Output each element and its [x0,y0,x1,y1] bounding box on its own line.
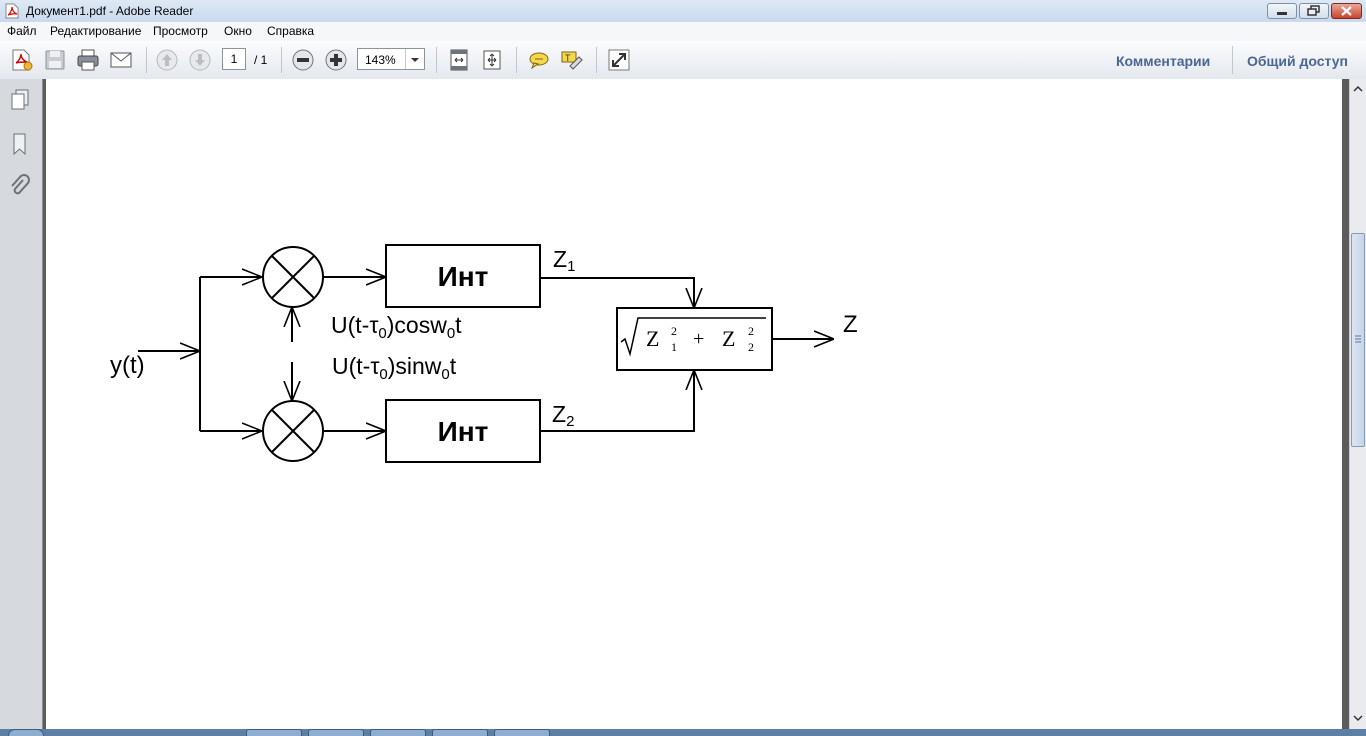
scroll-down-icon[interactable] [1351,711,1365,725]
z2-label: Z2 [552,401,574,430]
formula-sup1: 2 [671,324,677,338]
toolbar-separator [516,47,517,73]
toolbar-separator [436,47,437,73]
menu-file[interactable]: Файл [7,24,37,38]
menu-help[interactable]: Справка [267,24,315,38]
fit-page-button[interactable] [446,47,472,73]
start-button[interactable] [8,729,44,736]
toolbar-separator [1232,46,1233,74]
save-button[interactable] [42,47,68,73]
formula-sub1: 1 [671,340,677,354]
taskbar-app[interactable] [308,729,364,736]
page-thumbnails-icon[interactable] [7,87,33,113]
ref-cos-label: U(t-τ0)cosw0t [331,312,462,342]
formula-var2: Z [722,326,735,351]
input-label: y(t) [110,352,145,379]
integrator-top-label: Инт [438,261,489,292]
sqrt-sign [620,317,766,357]
close-icon [1341,6,1352,16]
taskbar-app[interactable] [432,729,488,736]
zoom-out-button[interactable] [290,47,316,73]
z1-label: Z1 [553,246,575,275]
z1-line [540,277,694,308]
ref-sin-label: U(t-τ0)sinw0t [332,353,457,383]
comments-link[interactable]: Комментарии [1116,53,1211,69]
envelope-icon [110,52,132,68]
expand-icon [608,49,630,71]
menu-bar: Файл Редактирование Просмотр Окно Справк… [0,22,1366,41]
fit-page-icon [450,49,468,71]
vertical-scrollbar[interactable] [1349,79,1366,729]
taskbar-app[interactable] [494,729,550,736]
title-bar: Документ1.pdf - Adobe Reader [0,0,1366,22]
formula-var1: Z [646,326,659,351]
output-label: Z [843,311,858,338]
block-diagram: y(t) Инт Инт U(t-τ0)cosw0t U(t-τ0)sinw0t… [110,244,858,463]
scroll-up-icon[interactable] [1351,82,1365,96]
toolbar-separator [146,47,147,73]
page-number-input[interactable]: 1 [222,48,246,70]
full-screen-button[interactable] [606,47,632,73]
bookmark-icon[interactable] [7,131,33,157]
previous-page-button[interactable] [154,47,180,73]
formula-sup2: 2 [748,324,754,338]
close-button[interactable] [1331,3,1362,19]
speech-bubble-icon [529,52,549,70]
create-pdf-button[interactable] [9,47,35,73]
restore-button[interactable] [1299,3,1329,19]
toolbar: 1 / 1 143% [0,41,1366,80]
menu-edit[interactable]: Редактирование [50,24,142,38]
toolbar-separator [596,47,597,73]
highlight-text-button[interactable]: T [559,47,585,73]
toolbar-separator [281,47,282,73]
menu-window[interactable]: Окно [224,24,252,38]
restore-icon [1307,5,1320,16]
printer-icon [77,49,99,71]
minus-circle-icon [292,49,314,71]
menu-view[interactable]: Просмотр [153,24,208,38]
zoom-select[interactable]: 143% [357,48,425,70]
save-icon [45,50,65,70]
arrow-down-circle-icon [189,49,211,71]
formula-plus: + [693,328,704,350]
taskbar-app[interactable] [246,729,302,736]
grip-icon [1355,335,1361,343]
page-total: / 1 [254,53,268,67]
minimize-icon [1277,12,1287,15]
paperclip-icon[interactable] [7,174,33,200]
multiplier-bottom-cross [271,409,315,453]
taskbar [0,729,1366,736]
email-button[interactable] [108,47,134,73]
formula-sub2: 2 [748,340,754,354]
document-area: y(t) Инт Инт U(t-τ0)cosw0t U(t-τ0)sinw0t… [43,79,1349,729]
highlighter-icon: T [561,51,583,70]
print-button[interactable] [75,47,101,73]
arrow-up-circle-icon [156,49,178,71]
multiplier-top-cross [271,255,315,299]
integrator-bottom-label: Инт [438,416,489,447]
chevron-down-icon[interactable] [405,49,424,69]
zoom-in-button[interactable] [323,47,349,73]
fit-width-icon [483,50,501,70]
z2-line [540,370,694,432]
next-page-button[interactable] [187,47,213,73]
zoom-value: 143% [365,53,396,67]
navigation-pane [0,79,43,729]
fit-width-button[interactable] [479,47,505,73]
window-title: Документ1.pdf - Adobe Reader [26,4,194,18]
svg-text:T: T [565,53,571,63]
pdf-file-icon [5,3,19,19]
taskbar-app[interactable] [370,729,426,736]
create-pdf-icon [12,49,33,71]
plus-circle-icon [325,49,347,71]
integrator-top-block [385,244,541,308]
minimize-button[interactable] [1267,3,1297,19]
share-link[interactable]: Общий доступ [1247,53,1348,69]
add-comment-button[interactable] [526,47,552,73]
scrollbar-thumb[interactable] [1351,233,1365,447]
pdf-page: y(t) Инт Инт U(t-τ0)cosw0t U(t-τ0)sinw0t… [46,79,1342,729]
